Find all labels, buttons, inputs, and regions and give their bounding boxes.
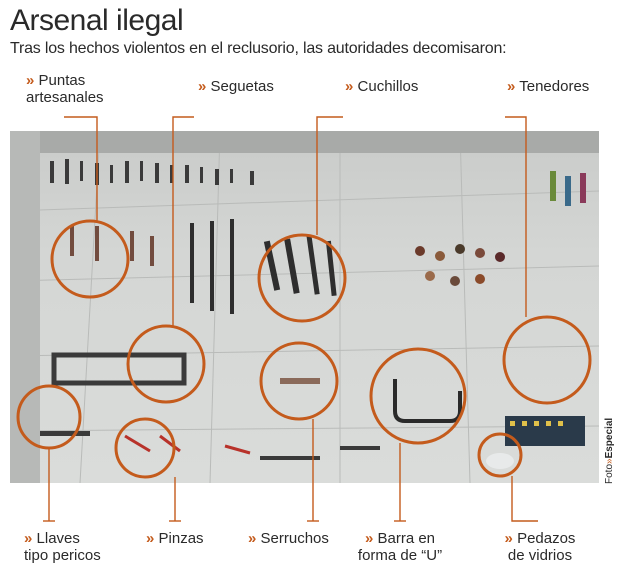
label-text: Pinzas bbox=[158, 530, 204, 547]
label-seguetas: » Seguetas bbox=[198, 78, 274, 95]
seized-items-photo bbox=[10, 131, 599, 483]
chevron-icon: » bbox=[198, 78, 207, 95]
chevron-icon: » bbox=[364, 530, 374, 547]
label-barra-u: » Barra en forma de “U” bbox=[352, 530, 448, 564]
label-text: Tenedores bbox=[519, 78, 590, 95]
label-tenedores: » Tenedores bbox=[507, 78, 589, 95]
credit-arrow: » bbox=[604, 458, 615, 464]
label-text: Pedazos bbox=[517, 530, 576, 547]
label-puntas-artesanales: » Puntas artesanales bbox=[26, 72, 104, 106]
chevron-icon: » bbox=[507, 78, 516, 95]
page-title: Arsenal ilegal bbox=[10, 4, 184, 37]
chevron-icon: » bbox=[248, 530, 257, 547]
chevron-icon: » bbox=[146, 530, 155, 547]
label-pedazos-vidrios: » Pedazos de vidrios bbox=[494, 530, 586, 564]
credit-source: Especial bbox=[604, 417, 615, 459]
label-pinzas: » Pinzas bbox=[146, 530, 204, 547]
chevron-icon: » bbox=[26, 72, 35, 89]
label-text: Cuchillos bbox=[357, 78, 419, 95]
chevron-icon: » bbox=[504, 530, 513, 547]
label-text: Serruchos bbox=[260, 530, 329, 547]
label-text: Puntas bbox=[38, 72, 86, 89]
chevron-icon: » bbox=[24, 530, 33, 547]
page-subtitle: Tras los hechos violentos en el reclusor… bbox=[10, 40, 507, 57]
label-text: Llaves bbox=[36, 530, 80, 547]
label-text: Barra en bbox=[377, 530, 436, 547]
photo-drawing bbox=[10, 131, 599, 483]
photo-credit: Foto»Especial bbox=[604, 418, 615, 484]
label-text: forma de “U” bbox=[357, 547, 443, 564]
label-text: tipo pericos bbox=[24, 547, 101, 564]
credit-prefix: Foto bbox=[604, 463, 615, 484]
chevron-icon: » bbox=[345, 78, 354, 95]
label-serruchos: » Serruchos bbox=[248, 530, 329, 547]
label-text: Seguetas bbox=[210, 78, 274, 95]
label-text: artesanales bbox=[26, 89, 104, 106]
label-llaves: » Llaves tipo pericos bbox=[24, 530, 101, 564]
label-cuchillos: » Cuchillos bbox=[345, 78, 418, 95]
label-text: de vidrios bbox=[507, 547, 573, 564]
